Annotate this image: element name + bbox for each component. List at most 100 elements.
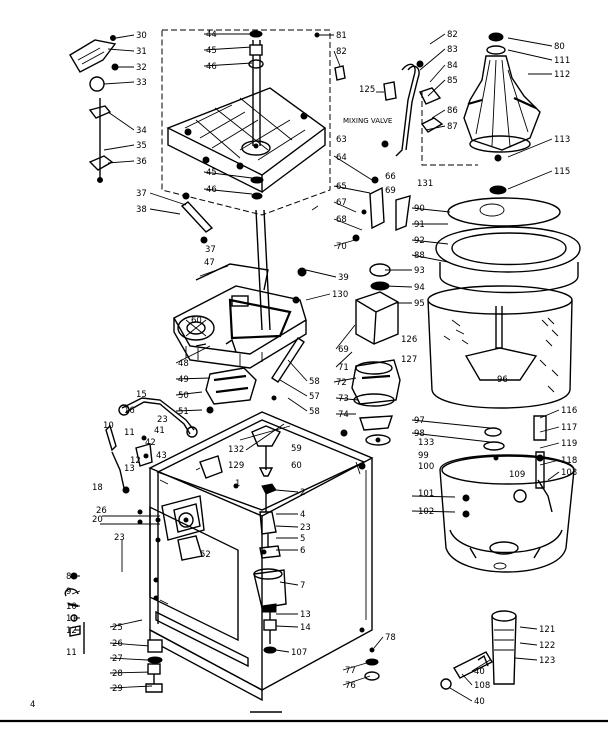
part-number-label: 63: [336, 135, 347, 145]
part-number-label: 11: [66, 614, 77, 624]
valve-dashed-outline: [421, 92, 478, 166]
part-number-label: 68: [336, 215, 347, 225]
part-number-label: 93: [414, 266, 425, 276]
foot-parts-right: [364, 647, 380, 681]
part-number-label: 96: [497, 375, 508, 385]
part-number-label: 95: [414, 299, 425, 309]
part-number-label: 18: [92, 483, 103, 493]
part-number-label: 45: [206, 168, 217, 178]
part-number-label: 78: [385, 633, 396, 643]
part-number-label: 28: [112, 669, 123, 679]
part-number-label: 84: [447, 61, 458, 71]
agitator-shaft: [248, 30, 264, 200]
part-number-label: 126: [401, 335, 417, 345]
part-number-label: 82: [336, 47, 347, 57]
part-number-label: 97: [414, 416, 425, 426]
part-number-label: 58: [309, 407, 320, 417]
part-number-label: 73: [338, 394, 349, 404]
part-number-label: 107: [291, 648, 307, 658]
part-number-label: 116: [561, 406, 577, 416]
part-number-label: 70: [336, 242, 347, 252]
part-number-label: 117: [561, 423, 577, 433]
part-number-label: 123: [539, 656, 555, 666]
spin-basket: [427, 285, 573, 409]
tub-ring: [435, 197, 581, 294]
part-129: [199, 455, 223, 479]
part-number-label: 45: [206, 46, 217, 56]
part-number-label: 119: [561, 439, 577, 449]
part-number-label: 103: [561, 468, 577, 478]
part-number-label: 11: [66, 648, 77, 658]
part-number-label: 41: [154, 426, 165, 436]
diagram-captions: MIXING VALVE: [343, 117, 392, 125]
part-number-label: 133: [418, 438, 434, 448]
part-number-label: 26: [96, 506, 107, 516]
part-number-label: 51: [178, 407, 189, 417]
part-number-label: 8: [66, 572, 71, 582]
part-number-label: 111: [554, 56, 570, 66]
part-number-label: 92: [414, 236, 425, 246]
part-number-label: 20: [92, 515, 103, 525]
part-number-label: 49: [178, 375, 189, 385]
part-number-label: 125: [359, 85, 375, 95]
leveling-parts: [64, 572, 85, 654]
part-number-label: 31: [136, 47, 147, 57]
part-number-label: 42: [145, 438, 156, 448]
part-number-label: 13: [124, 464, 135, 474]
part-number-label: 130: [332, 290, 348, 300]
cabinet-frame: [148, 411, 374, 702]
part-number-label: 38: [136, 205, 147, 215]
part-number-label: 40: [474, 667, 485, 677]
part-number-label: 16: [124, 406, 135, 416]
outer-tub: [439, 415, 575, 573]
part-number-label: 9: [66, 587, 71, 597]
mixing-valve: [376, 60, 444, 157]
part-number-label: 47: [204, 258, 215, 268]
part-number-label: 115: [554, 167, 570, 177]
part-number-label: 23: [157, 415, 168, 425]
part-number-label: 102: [418, 507, 434, 517]
part-number-label: 76: [345, 681, 356, 691]
part-number-label: 109: [509, 470, 525, 480]
part-number-label: 12: [130, 456, 141, 466]
part-number-label: 77: [345, 666, 356, 676]
part-number-label: 99: [418, 451, 429, 461]
part-number-label: 48: [178, 359, 189, 369]
part-number-label: 52: [200, 550, 211, 560]
part-number-label: 121: [539, 625, 555, 635]
part-number-label: 30: [136, 31, 147, 41]
part-number-label: 12: [66, 626, 77, 636]
part-number-label: 44: [206, 30, 217, 40]
mixing-valve-caption: MIXING VALVE: [343, 117, 392, 125]
part-number-label: 46: [206, 185, 217, 195]
drive-hub-plate: [166, 87, 327, 194]
part-number-label: 10: [66, 602, 77, 612]
part-number-label: 127: [401, 355, 417, 365]
leveling-feet: [145, 639, 163, 693]
part-number-label: 85: [447, 76, 458, 86]
part-number-label: 11: [124, 428, 135, 438]
part-82: [334, 65, 346, 81]
part-number-label: 60: [291, 461, 302, 471]
part-number-label: 67: [336, 198, 347, 208]
part-number-label: 5: [300, 534, 305, 544]
part-number-label: 74: [338, 410, 349, 420]
part-number-label: 129: [228, 461, 244, 471]
drive-motor: [340, 359, 401, 446]
part-number-label: 15: [136, 390, 147, 400]
part-number-label: 66: [385, 172, 396, 182]
part-number-label: 2: [300, 488, 305, 498]
hose-assembly: [105, 397, 198, 494]
timer-control: [100, 495, 205, 572]
part-number-label: 59: [291, 444, 302, 454]
agitator: [463, 32, 541, 195]
clutch-brake: [311, 176, 411, 345]
part-number-label: 87: [447, 122, 458, 132]
part-number-label: 108: [474, 681, 490, 691]
part-number-label: 71: [338, 363, 349, 373]
part-number-label: 26: [112, 639, 123, 649]
transmission-assembly: [173, 209, 307, 369]
part-number-label: 23: [114, 533, 125, 543]
part-number-label: 13: [300, 610, 311, 620]
